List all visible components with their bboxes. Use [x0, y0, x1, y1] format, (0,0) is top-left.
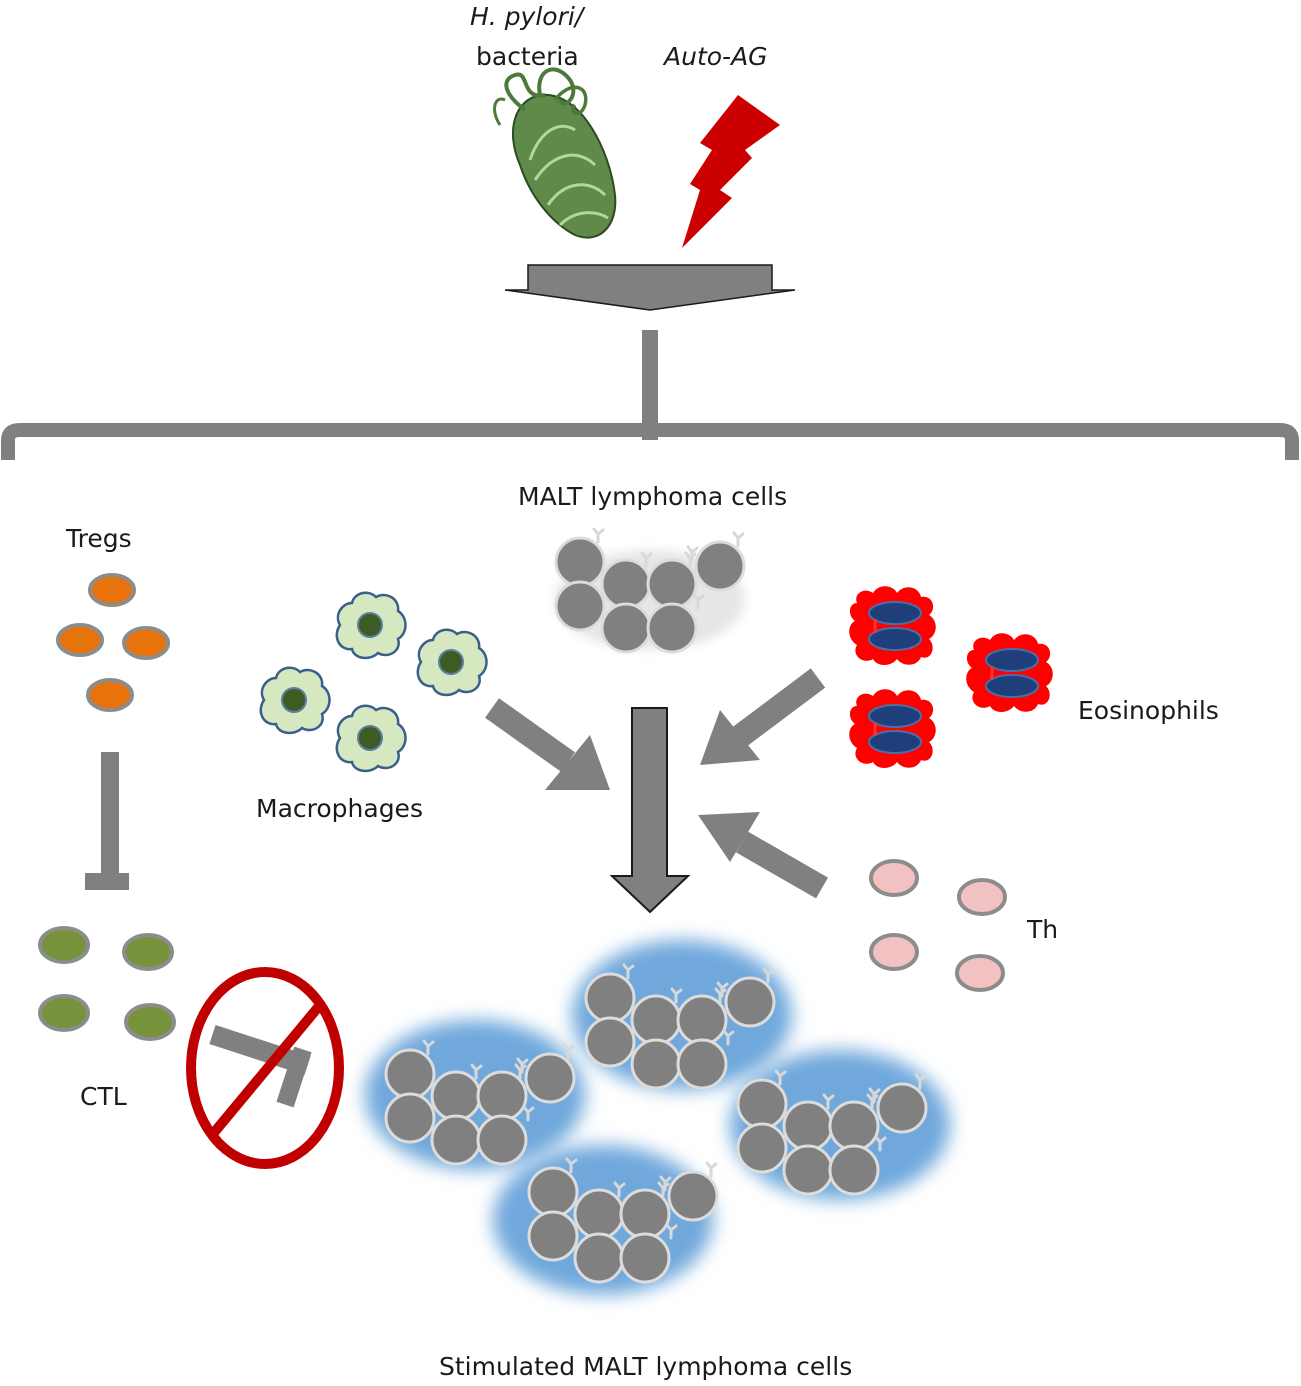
tregs-label: Tregs: [66, 524, 132, 553]
ctl-label: CTL: [80, 1082, 127, 1111]
hpylori-label: H. pylori/: [470, 2, 584, 31]
autoag-label: Auto-AG: [664, 42, 768, 71]
stimulated-label: Stimulated MALT lymphoma cells: [439, 1352, 853, 1381]
merge-arrow: [504, 264, 796, 311]
stimulated-clusters: [365, 940, 950, 1295]
helicobacter-bacterium-icon: [493, 67, 617, 239]
eosinophil-arrow: [700, 668, 826, 765]
treg-cells: [56, 573, 170, 712]
bracket: [1, 423, 1299, 460]
inhibition-bar: [85, 752, 129, 890]
macrophage-cells: [259, 591, 488, 773]
th-cells: [869, 859, 1007, 992]
macrophages-label: Macrophages: [256, 794, 423, 823]
th-arrow: [698, 812, 828, 899]
lightning-bolt-icon: [682, 95, 780, 248]
bacteria-label: bacteria: [476, 42, 579, 71]
bracket-stem: [642, 330, 658, 440]
eosinophil-cells: [847, 584, 1055, 770]
central-down-arrow: [609, 707, 691, 914]
malt-label: MALT lymphoma cells: [518, 482, 788, 511]
ctl-cells: [38, 926, 176, 1041]
eosinophils-label: Eosinophils: [1078, 696, 1219, 725]
prohibition-sign-icon: [186, 967, 344, 1169]
macrophage-arrow: [485, 698, 610, 790]
malt-lymphoma-cluster: [555, 529, 745, 652]
th-label: Th: [1027, 915, 1059, 944]
